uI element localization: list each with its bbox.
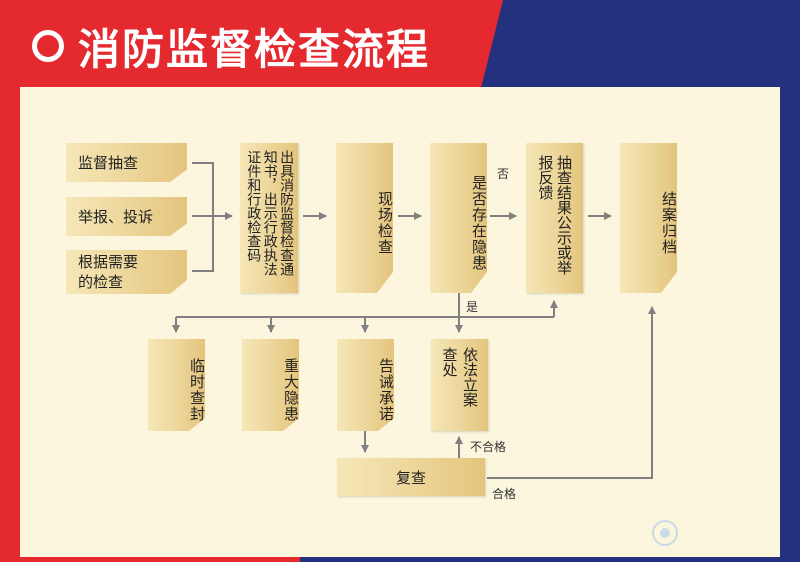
node-publish-results: 抽查结果公示或举 报反馈: [526, 143, 583, 293]
case-column-2: 查处: [440, 347, 459, 377]
node-label: 告诫承诺: [377, 358, 395, 422]
node-onsite-inspection: 现场检查: [336, 143, 393, 293]
node-case-filing: 依法立案 查处: [431, 339, 488, 431]
arrow-recheck-to-close: [487, 306, 656, 479]
notice-column-1: 出具消防监督检查通: [278, 150, 295, 276]
edge-label-yes: 是: [466, 300, 479, 314]
node-label: 复查: [395, 468, 426, 487]
publish-column-1: 抽查结果公示或举: [555, 155, 573, 275]
node-close-archive: 结案归档: [620, 143, 677, 293]
node-label: 根据需要 的检查: [78, 252, 139, 291]
circle-icon: [32, 30, 64, 62]
edge-label-no: 否: [497, 167, 510, 181]
case-column-1: 依法立案: [461, 347, 479, 407]
node-warning-commitment: 告诫承诺: [337, 339, 394, 431]
publish-column-2: 报反馈: [536, 155, 555, 200]
node-recheck: 复查: [337, 458, 485, 496]
page-title: 消防监督检查流程: [78, 25, 431, 74]
node-label: 监督抽查: [78, 154, 139, 172]
node-label: 临时查封: [188, 358, 206, 422]
node-issue-notice: 出具消防监督检查通 知书，出示行政执法 证件和行政检查码: [240, 143, 298, 293]
node-report-complaint: 举报、投诉: [66, 197, 187, 236]
node-supervision-spot-check: 监督抽查: [66, 143, 187, 182]
node-label: 是否存在隐患: [470, 175, 488, 271]
title-bar: 消防监督检查流程: [0, 0, 520, 87]
node-label: 现场检查: [376, 191, 394, 255]
notice-column-3: 证件和行政检查码: [245, 150, 262, 262]
node-label: 重大隐患: [282, 358, 300, 422]
node-hazard-decision: 是否存在隐患: [430, 143, 487, 293]
edge-label-fail: 不合格: [470, 440, 507, 454]
edge-label-pass: 合格: [492, 487, 517, 501]
node-temporary-seal: 临时查封: [148, 339, 205, 431]
node-major-hazard: 重大隐患: [242, 339, 299, 431]
node-label: 举报、投诉: [78, 208, 154, 226]
notice-column-2: 知书，出示行政执法: [261, 150, 278, 276]
node-label: 结案归档: [660, 191, 678, 255]
node-as-needed-inspection: 根据需要 的检查: [66, 250, 187, 294]
watermark-logo-icon: [652, 520, 678, 546]
